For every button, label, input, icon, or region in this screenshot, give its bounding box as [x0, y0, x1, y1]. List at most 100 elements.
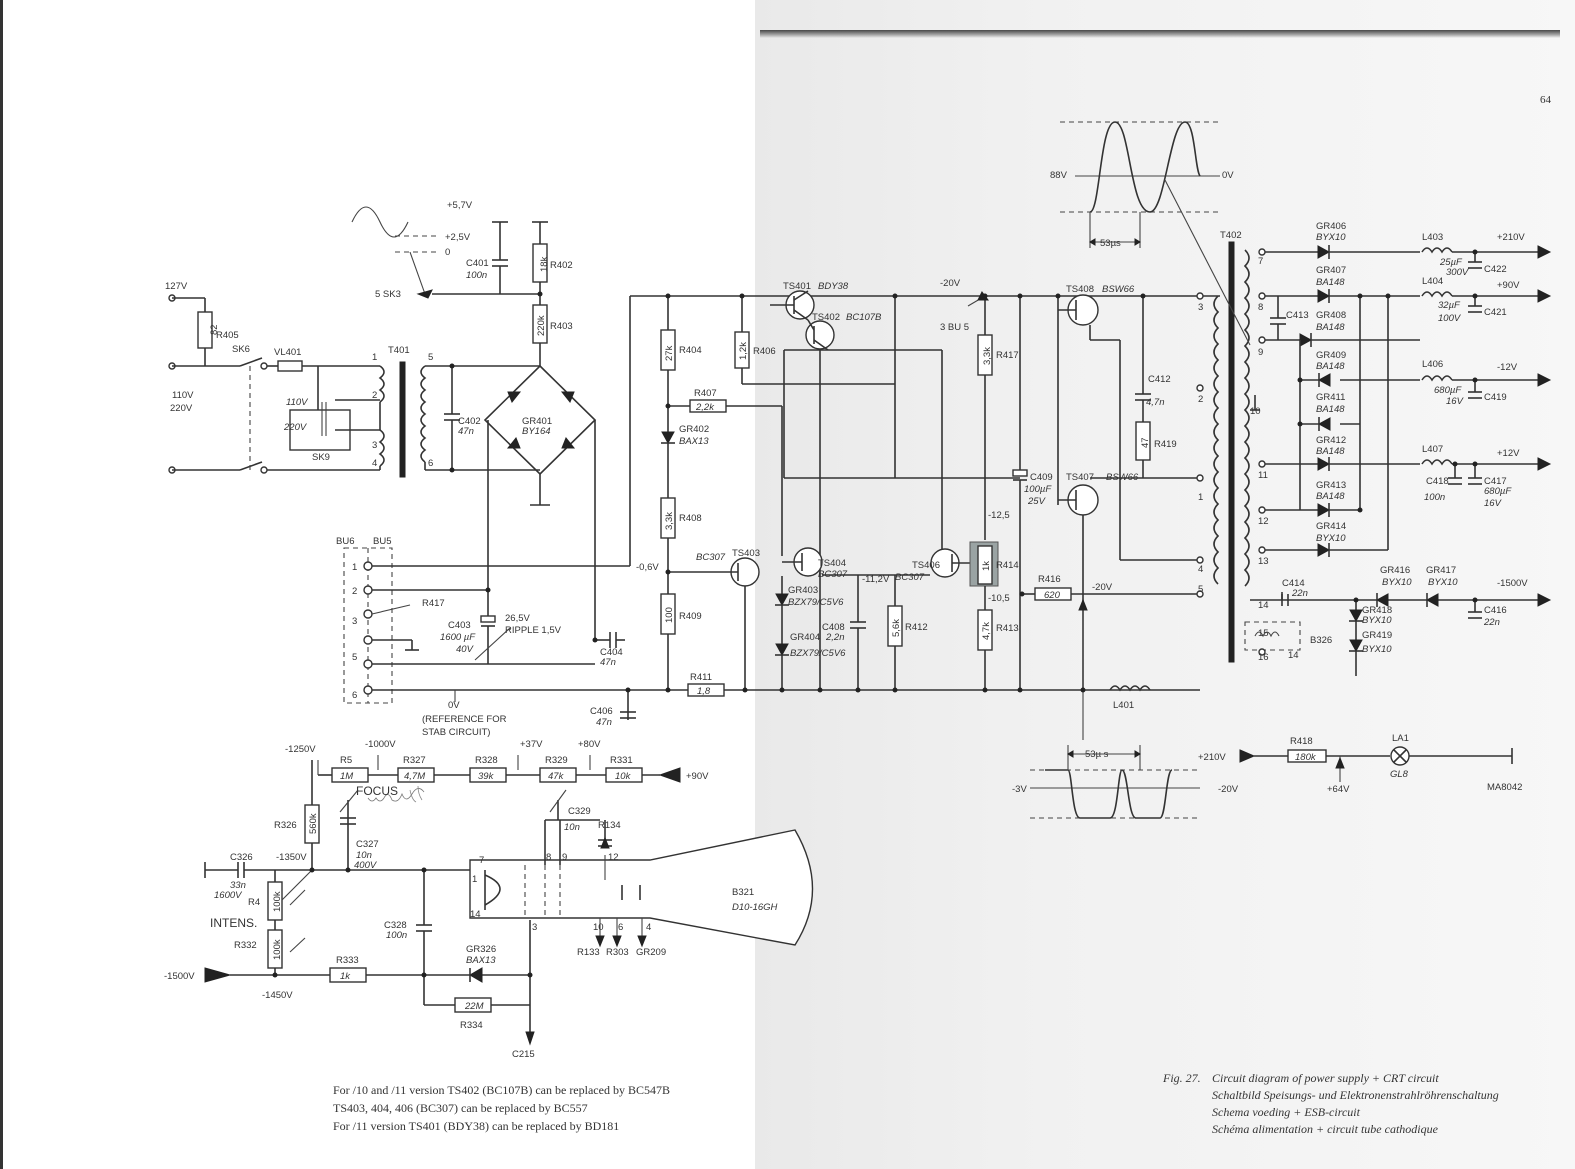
waveform-minus20v	[1045, 769, 1173, 819]
label-gr419-value: BYX10	[1362, 644, 1392, 655]
label-bc307-ts403: BC307	[696, 552, 726, 563]
caption-german: Schaltbild Speisungs- und Elektronenstra…	[1212, 1088, 1499, 1102]
label-c406: C406	[590, 706, 613, 717]
label-gr408: GR408	[1316, 310, 1346, 321]
label-c421-value: 32µF	[1438, 300, 1461, 311]
label-bsw66-ts407: BSW66	[1106, 472, 1139, 483]
label-gr418-value: BYX10	[1362, 615, 1392, 626]
label-t402-pin9: 9	[1258, 347, 1263, 358]
label-crt-pin8: 8	[546, 852, 551, 863]
label-r333-value: 1k	[340, 971, 351, 982]
label-ts402: TS402	[812, 312, 840, 323]
label-r404-value: 27k	[664, 345, 675, 361]
label-bc307-ts406: BC307	[895, 572, 925, 583]
label-gr409: GR409	[1316, 350, 1346, 361]
label-gr418: GR418	[1362, 605, 1392, 616]
label-c328-value: 100n	[386, 930, 407, 941]
label-plus90v: +90V	[1497, 280, 1520, 291]
label-220v: 220V	[170, 403, 193, 414]
label-c404: C404	[600, 647, 623, 658]
label-r326: R326	[274, 820, 297, 831]
label-r407-value: 2,2k	[695, 402, 715, 413]
label-minus1500v: -1500V	[1497, 578, 1528, 589]
label-wave-0: 0	[445, 247, 450, 258]
label-minus105: -10,5	[988, 593, 1010, 604]
label-c329: C329	[568, 806, 591, 817]
label-t402-pin14: 14	[1258, 600, 1269, 611]
label-t402-pin5: 5	[1198, 584, 1203, 595]
label-c421-voltage: 100V	[1438, 313, 1462, 324]
fuse-vl401	[277, 360, 303, 372]
label-r409-value: 100	[664, 607, 675, 623]
label-plus210v-lamp: +210V	[1198, 752, 1226, 763]
right-page-background	[755, 0, 1575, 1169]
label-c412: C412	[1148, 374, 1171, 385]
label-minus1450v: -1450V	[262, 990, 293, 1001]
label-gl8: GL8	[1390, 769, 1409, 780]
label-sk3: 5 SK3	[375, 289, 401, 300]
label-bu-pin2: 2	[352, 586, 357, 597]
label-t402-pin13: 13	[1258, 556, 1269, 567]
label-r405-value: 82	[209, 324, 220, 335]
label-gr401-value: BY164	[522, 426, 551, 437]
label-gr412-value: BA148	[1316, 446, 1345, 457]
zener-gr403	[775, 593, 789, 607]
caption-french: Schéma alimentation + circuit tube catho…	[1212, 1122, 1438, 1136]
inductor-l401	[1109, 685, 1151, 692]
label-r303: R303	[606, 947, 629, 958]
note-line-1: For /10 and /11 version TS402 (BC107B) c…	[333, 1083, 670, 1097]
diode-gr411	[1317, 417, 1331, 431]
label-b321-value: D10-16GH	[732, 902, 778, 913]
label-r412: R412	[905, 622, 928, 633]
label-127v: 127V	[165, 281, 188, 292]
label-c402-value: 47n	[458, 426, 474, 437]
label-88v: 88V	[1050, 170, 1068, 181]
label-wave-minus20v: -20V	[1218, 784, 1239, 795]
label-r411-value: 1,8	[697, 686, 711, 697]
label-r402-value: 18k	[539, 256, 550, 272]
label-r404: R404	[679, 345, 702, 356]
capacitor-c409	[1012, 469, 1028, 477]
label-r408-value: 3,3k	[664, 512, 675, 530]
label-crt-pin1: 1	[472, 874, 477, 885]
label-r332: R332	[234, 940, 257, 951]
label-sw220: 220V	[283, 422, 308, 433]
label-bu-pin5: 5	[352, 652, 357, 663]
label-r332-value: 100k	[272, 939, 283, 960]
label-pin1: 1	[372, 352, 377, 363]
label-c326-value: 33n	[230, 880, 246, 891]
label-ts406: TS406	[912, 560, 940, 571]
label-gr419: GR419	[1362, 630, 1392, 641]
label-plus90v-crt: +90V	[686, 771, 709, 782]
label-r417-value: 3,3k	[982, 347, 993, 365]
label-t402-pin4: 4	[1198, 564, 1203, 575]
label-sk6: SK6	[232, 344, 250, 355]
label-l403: L403	[1422, 232, 1443, 243]
label-53us-bottom: 53µ s	[1085, 749, 1109, 760]
label-wave-25v: +2,5V	[445, 232, 471, 243]
label-t402-pin1: 1	[1198, 492, 1203, 503]
label-c417-voltage: 16V	[1484, 498, 1503, 509]
diode-gr408	[1299, 333, 1313, 347]
label-l401: L401	[1113, 700, 1134, 711]
label-r4: R4	[248, 897, 260, 908]
label-minus1350v: -1350V	[276, 852, 307, 863]
label-110v: 110V	[172, 390, 194, 401]
label-minus1000v: -1000V	[365, 739, 396, 750]
label-r418-value: 180k	[1295, 752, 1317, 763]
label-t402: T402	[1220, 230, 1242, 241]
label-c408-value: 2,2n	[825, 632, 845, 643]
zener-gr404	[775, 643, 789, 657]
label-crt-pin7: 7	[479, 855, 484, 866]
label-ripple-voltage: 26,5V	[505, 613, 530, 624]
label-bdy38: BDY38	[818, 281, 849, 292]
label-r328-value: 39k	[478, 771, 495, 782]
label-plus64v: +64V	[1327, 784, 1350, 795]
label-bu-pin3: 3	[352, 616, 357, 627]
label-bu-pin6: 6	[352, 690, 357, 701]
component-labels: 127V R405 82 SK6 VL401 T401 1 2 3 4 5 6 …	[164, 170, 1528, 1060]
label-r333: R333	[336, 955, 359, 966]
label-wave-57v: +5,7V	[447, 200, 473, 211]
label-c414: C414	[1282, 578, 1305, 589]
